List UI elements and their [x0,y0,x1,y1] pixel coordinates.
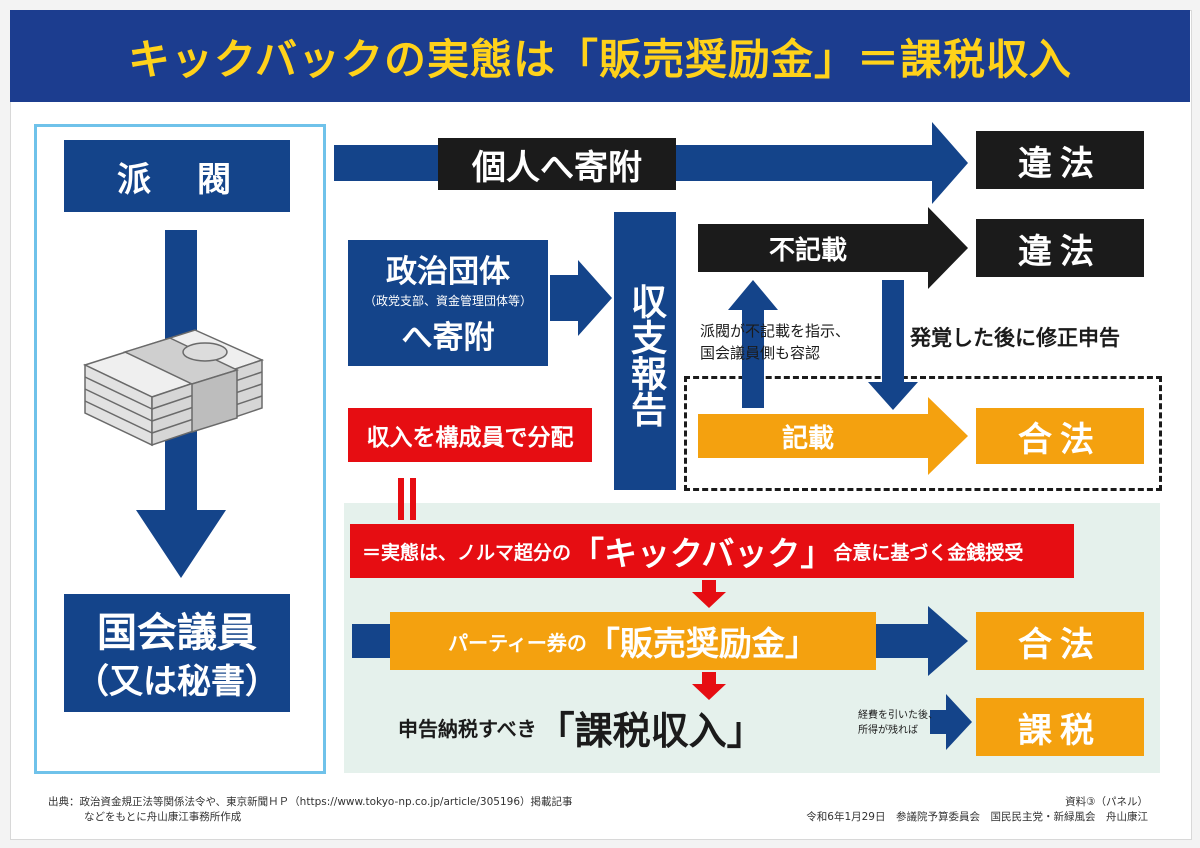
expense-note-line1: 経費を引いた後、 [858,708,948,723]
equals-bar-left [398,478,404,520]
distribution-box: 収入を構成員で分配 [348,408,592,462]
kickback-box: ＝実態は、ノルマ超分の 「キックバック」 合意に基づく金銭授受 [350,524,1074,578]
political-group-subtitle: （政党支部、資金管理団体等） [348,290,548,310]
diet-member-secretary-label: （又は秘書） [64,656,290,700]
political-group-donation: へ寄附 [348,312,548,356]
recorded-label: 記載 [698,414,918,458]
taxable-income-line: 申告納税すべき 「課税収入」 [398,700,868,754]
instruction-note: 派閥が不記載を指示、 国会議員側も容認 [700,320,880,364]
kickback-prefix: ＝実態は、ノルマ超分の [362,538,571,565]
income-report-box: 収支報告 [614,212,676,490]
legal-result-2: 合法 [976,612,1144,670]
party-ticket-prefix: パーティー券の [448,627,587,656]
source-line1: 出典：政治資金規正法等関係法令や、東京新聞ＨＰ（https://www.toky… [48,795,573,810]
sales-incentive-box: パーティー券の 「販売奨励金」 [390,612,876,670]
taxation-result: 課税 [976,698,1144,756]
not-recorded-label: 不記載 [698,224,918,272]
expense-note-line2: 所得が残れば [858,723,948,738]
legal-result-1: 合法 [976,408,1144,464]
kickback-label: 「キックバック」 [571,527,833,575]
incentive-down-arrow [692,672,726,700]
political-group-title: 政治団体 [348,248,548,288]
income-report-label: 収支報告 [614,250,676,460]
kickback-suffix: 合意に基づく金銭授受 [833,538,1023,565]
equals-bar-right [410,478,416,520]
diet-member-label: 国会議員 [64,606,290,652]
faction-box: 派 閥 [64,140,290,212]
source-line2: などをもとに舟山康江事務所作成 [48,810,573,825]
panel-label: 資料③（パネル） [806,795,1148,810]
expense-note: 経費を引いた後、 所得が残れば [858,708,948,738]
group-to-report-arrow [550,260,612,336]
illegal-result-2: 違法 [976,219,1144,277]
illegal-result-1: 違法 [976,131,1144,189]
money-bundle-icon [85,330,262,445]
personal-donation-label: 個人へ寄附 [438,138,676,190]
political-group-box: 政治団体 （政党支部、資金管理団体等） へ寄附 [348,240,548,366]
kickback-down-arrow [692,580,726,608]
source-note: 出典：政治資金規正法等関係法令や、東京新聞ＨＰ（https://www.toky… [48,795,573,825]
meeting-info-line: 令和6年1月29日 参議院予算委員会 国民民主党・新緑風会 舟山康江 [806,810,1148,825]
sales-incentive-label: 「販売奨励金」 [587,617,818,665]
taxable-prefix: 申告納税すべき [398,713,537,742]
instruction-note-line1: 派閥が不記載を指示、 [700,320,880,342]
instruction-note-line2: 国会議員側も容認 [700,342,880,364]
taxable-income-label: 「課税収入」 [537,700,765,755]
corrected-note: 発覚した後に修正申告 [910,322,1156,352]
meeting-info: 資料③（パネル） 令和6年1月29日 参議院予算委員会 国民民主党・新緑風会 舟… [806,795,1148,825]
diet-member-box: 国会議員 （又は秘書） [64,594,290,712]
